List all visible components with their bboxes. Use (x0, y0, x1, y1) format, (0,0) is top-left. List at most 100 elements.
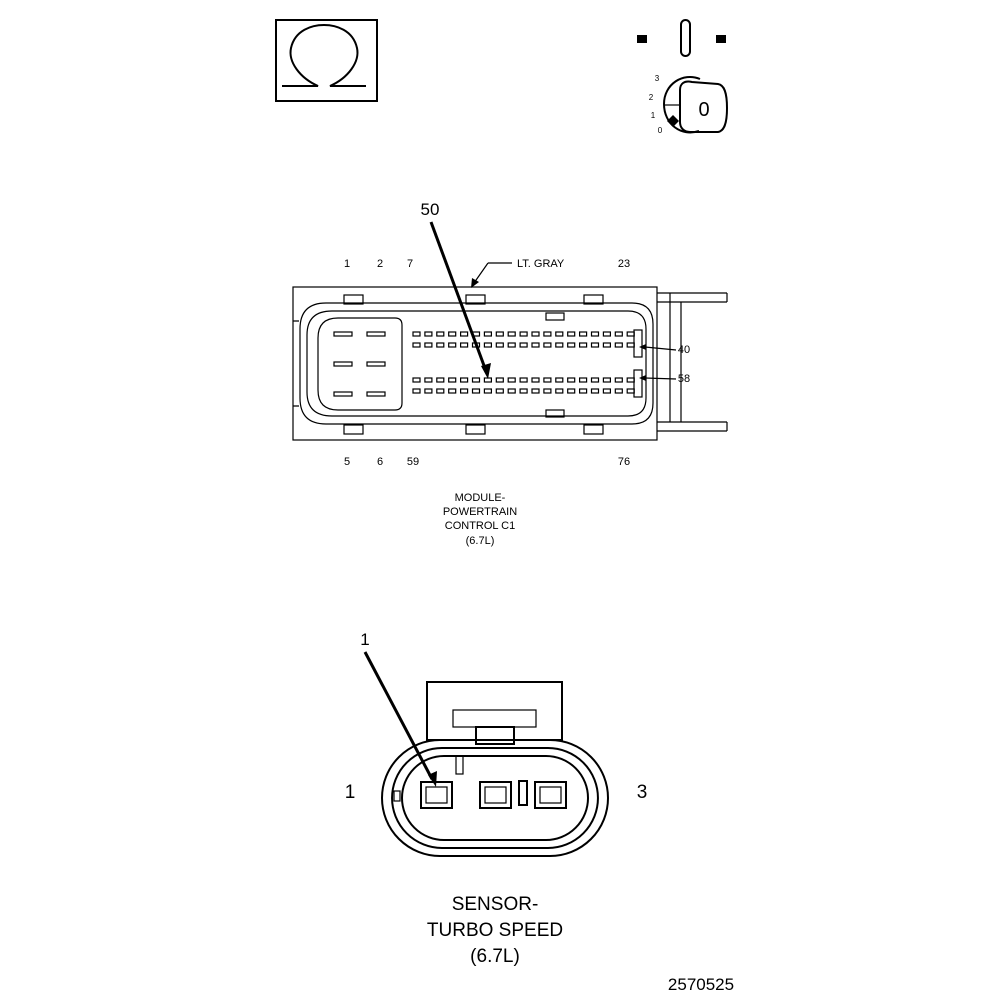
pcm-pin-cavity (578, 377, 588, 383)
pcm-pin-cavity (495, 388, 504, 394)
pcm-pin-cavity (424, 342, 433, 348)
ignition-position-1: 1 (651, 111, 656, 120)
pcm-pin-cavity (460, 377, 469, 383)
pcm-pin-cavity (614, 388, 623, 394)
ignition-position-3: 3 (655, 74, 660, 83)
pcm-pin-cavity (460, 342, 469, 348)
pcm-pin-cavity (519, 331, 528, 337)
pcm-pin-cavity (543, 331, 552, 337)
ohmmeter-symbol (275, 19, 378, 102)
ignition-slot (680, 19, 691, 57)
pcm-pin-cavity (626, 377, 635, 383)
pin-label-59: 59 (407, 456, 419, 468)
pin-label-40: 40 (678, 344, 690, 356)
key-marking: 0 (698, 99, 709, 121)
sensor-pin-label-1: 1 (345, 782, 356, 803)
pcm-pin-cavity (567, 331, 576, 337)
pcm-pin-cavity (626, 331, 635, 337)
ignition-marker-right (716, 35, 726, 43)
pcm-pin-cavity (602, 342, 612, 348)
pcm-pin-cavity (590, 388, 600, 394)
pcm-pin-cavity (460, 388, 469, 394)
pcm-pin-cavity (519, 388, 528, 394)
pcm-pin-cavity (495, 377, 504, 383)
ohmmeter-icon (282, 23, 366, 87)
pcm-pin-cavity (626, 342, 635, 348)
pcm-pin-cavity (448, 388, 457, 394)
pcm-connector: 1 2 7 23 5 6 59 76 40 58 LT. GRAY (292, 200, 728, 547)
pcm-pin-cavity (424, 388, 433, 394)
pin-label-23: 23 (618, 258, 630, 270)
pcm-pin-cavity (436, 388, 445, 394)
ignition-marker-left (637, 35, 647, 43)
pin-label-76: 76 (618, 456, 630, 468)
ignition-position-0: 0 (658, 126, 663, 135)
pcm-pin-cavity (602, 377, 612, 383)
pcm-pin-cavity (555, 331, 564, 337)
sensor-pin-label-3: 3 (637, 782, 648, 803)
pcm-pin-cavity (412, 342, 421, 348)
ohmmeter-frame (275, 19, 378, 102)
pcm-pin-cavity (436, 342, 445, 348)
pcm-pin-cavity (471, 388, 481, 394)
sensor-caption-line-2: TURBO SPEED (427, 920, 563, 941)
sensor-latch-housing (426, 681, 563, 741)
pcm-pin-cavity (590, 342, 600, 348)
pcm-pin-cavity (626, 388, 635, 394)
pin-label-5: 5 (344, 456, 350, 468)
pcm-caption-line-4: (6.7L) (466, 535, 495, 547)
pcm-pin-cavity (555, 342, 564, 348)
sensor-caption-line-3: (6.7L) (470, 946, 520, 967)
pcm-pin-cavity (531, 331, 540, 337)
pcm-pin-cavity (543, 377, 552, 383)
pcm-caption-line-3: CONTROL C1 (445, 520, 516, 532)
pcm-pin-cavity (448, 331, 457, 337)
pcm-signal-pins (412, 331, 635, 394)
pcm-caption-line-1: MODULE- (455, 492, 506, 504)
pin-label-1: 1 (344, 258, 350, 270)
pcm-pin-cavity (531, 388, 540, 394)
pcm-pin-cavity (578, 331, 588, 337)
pcm-pin-cavity (567, 388, 576, 394)
pin-callout-50: 50 (421, 200, 440, 219)
sensor-outer-shell (381, 739, 609, 857)
pin-label-2: 2 (377, 258, 383, 270)
pcm-pin-cavity (531, 377, 540, 383)
pin-label-58: 58 (678, 373, 690, 385)
pcm-pin-cavity (424, 331, 433, 337)
pcm-pin-cavity (543, 342, 552, 348)
pcm-pin-cavity (507, 342, 516, 348)
sensor-pin-3 (534, 781, 567, 809)
pcm-pin-cavity (519, 377, 528, 383)
pcm-pin-cavity (483, 331, 492, 337)
pcm-pin-cavity (412, 388, 421, 394)
pcm-pin-cavity (543, 388, 552, 394)
pcm-pin-cavity (483, 342, 492, 348)
pcm-pin-cavity (602, 388, 612, 394)
pcm-pin-cavity (555, 388, 564, 394)
ignition-position-2: 2 (649, 93, 654, 102)
callout-arrow-pin-1 (363, 651, 434, 780)
pcm-pin-cavity (424, 377, 433, 383)
pcm-pin-cavity (602, 331, 612, 337)
callout-arrow-pin-50 (429, 221, 488, 372)
pcm-pin-cavity (483, 388, 492, 394)
pcm-pin-cavity (412, 331, 421, 337)
pcm-pin-cavity (519, 342, 528, 348)
pcm-pin-cavity (590, 377, 600, 383)
pcm-pin-cavity (614, 342, 623, 348)
turbo-speed-sensor-connector: 1 1 3 SENSOR- TURBO SPEED (6.7L) (345, 630, 648, 967)
connector-color-note: LT. GRAY (517, 258, 565, 270)
pcm-pin-cavity (471, 377, 481, 383)
pcm-pin-cavity (460, 331, 469, 337)
pin-callout-1: 1 (360, 630, 369, 649)
pin-label-6: 6 (377, 456, 383, 468)
ignition-key-icon (662, 76, 729, 134)
sensor-pin-1 (420, 781, 453, 809)
pcm-pin-cavity (578, 342, 588, 348)
pcm-pin-cavity (495, 342, 504, 348)
pcm-pin-cavity (495, 331, 504, 337)
pcm-pin-cavity (507, 388, 516, 394)
sensor-pin-2 (479, 781, 512, 809)
